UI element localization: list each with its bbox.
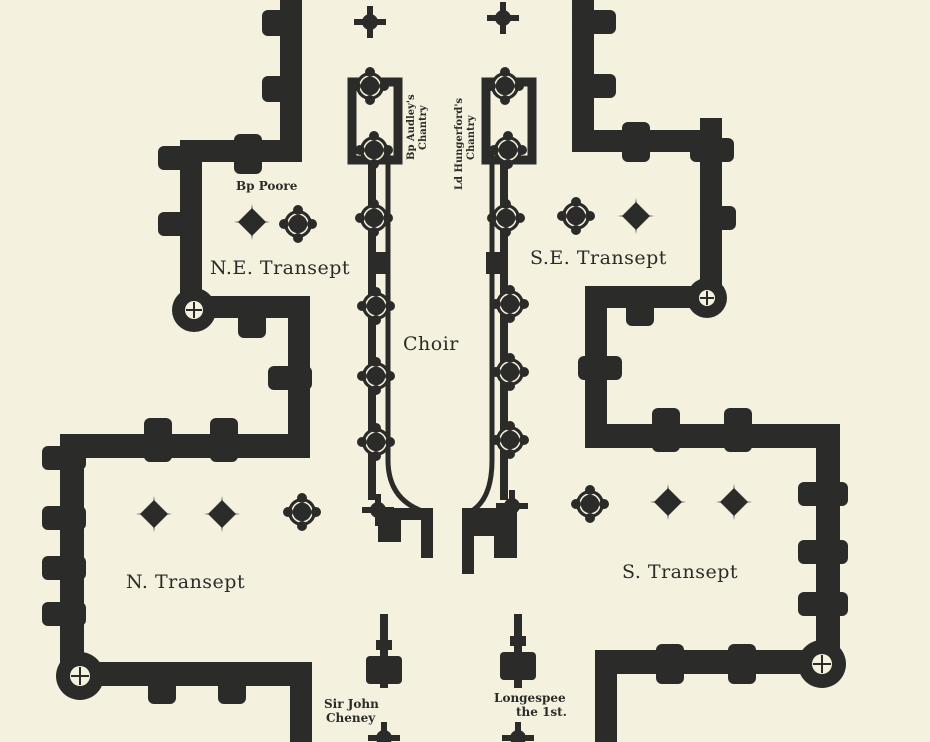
buttress-icon [724, 408, 752, 452]
buttress-icon [42, 556, 86, 580]
label-se-transept: S.E. Transept [530, 247, 667, 269]
buttress-icon [234, 134, 262, 174]
buttress-icon [572, 74, 616, 98]
pier-cross-icon [368, 722, 400, 742]
buttress-icon [798, 482, 848, 506]
buttress-icon [700, 206, 736, 230]
pier-cross-icon [487, 2, 519, 34]
label-s-transept: S. Transept [622, 561, 738, 583]
spiral-stair-icon [172, 288, 216, 332]
buttress-icon [656, 644, 684, 684]
label-choir: Choir [403, 333, 459, 355]
buttress-icon [798, 540, 848, 564]
pier-round-icon [570, 484, 610, 524]
buttress-icon [42, 446, 86, 470]
spiral-stairs [56, 278, 846, 700]
buttress-icon [622, 122, 650, 162]
tomb-longespee [500, 614, 536, 688]
buttress-icon [626, 290, 654, 326]
buttress-icon [42, 602, 86, 626]
label-bp-audley-1: Bp Audley's [406, 94, 417, 160]
buttress-icon [690, 138, 734, 162]
buttress-icon [798, 592, 848, 616]
piers [136, 2, 752, 742]
pier-cross-icon [618, 198, 654, 234]
pier-cross-icon [502, 722, 534, 742]
label-longespee-2: the 1st. [516, 705, 567, 719]
pier-round-icon [490, 284, 530, 324]
buttress-icon [148, 664, 176, 704]
buttress-icon [578, 356, 622, 380]
label-hungerford-2: Chantry [466, 114, 477, 160]
buttress-icon [652, 408, 680, 452]
buttress-icon [262, 10, 302, 36]
pier-round-icon [485, 66, 525, 106]
label-ne-transept: N.E. Transept [210, 257, 350, 279]
pier-cross-icon [136, 496, 172, 532]
buttress-icon [210, 418, 238, 462]
pier-cross-icon [204, 496, 240, 532]
spiral-stair-icon [798, 640, 846, 688]
buttress-icon [218, 664, 246, 704]
pier-round-icon [490, 352, 530, 392]
buttress-icon [262, 76, 302, 102]
label-n-transept: N. Transept [126, 571, 245, 593]
label-longespee-1: Longespee [494, 691, 566, 705]
pier-round-icon [556, 196, 596, 236]
pier-cross-icon [354, 6, 386, 38]
pier-round-icon [278, 204, 318, 244]
buttress-icon [144, 418, 172, 462]
buttress-icon [42, 506, 86, 530]
tomb-sir-john-cheney [366, 614, 402, 688]
buttress-icon [238, 298, 266, 338]
pier-round-icon [350, 66, 390, 106]
label-sir-john-2: Cheney [326, 711, 376, 725]
buttress-icon [158, 146, 202, 170]
pier-round-icon [490, 420, 530, 460]
label-sir-john-1: Sir John [324, 697, 379, 711]
label-bp-poore: Bp Poore [236, 179, 298, 193]
buttress-icon [572, 10, 616, 34]
labels: Bp Poore N.E. Transept S.E. Transept Cho… [126, 94, 738, 725]
buttress-icon [158, 212, 202, 236]
pier-cross-icon [650, 484, 686, 520]
buttresses [42, 10, 848, 704]
buttress-icon [268, 366, 312, 390]
label-hungerford-1: Ld Hungerford's [454, 98, 465, 190]
label-bp-audley-2: Chantry [418, 104, 429, 150]
spiral-stair-icon [687, 278, 727, 318]
walls [60, 0, 840, 742]
spiral-stair-icon [56, 652, 104, 700]
buttress-icon [728, 644, 756, 684]
pier-cross-icon [234, 204, 270, 240]
pier-cross-icon [716, 484, 752, 520]
pier-round-icon [282, 492, 322, 532]
